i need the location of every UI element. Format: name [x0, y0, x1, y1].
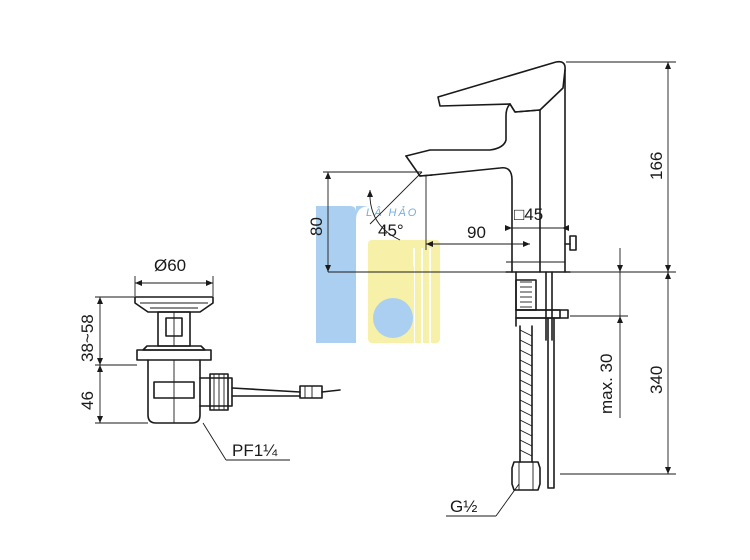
- overall-height-label: 166: [647, 152, 666, 180]
- faucet-assembly: G½ 45° 80 90 □45 166 340: [307, 60, 676, 517]
- spout-reach-label: 90: [467, 223, 486, 242]
- max-deck-thickness-label: max. 30: [597, 354, 616, 414]
- drain-assembly: Ø60 38~58 46: [78, 256, 341, 461]
- supply-thread-label: G½: [450, 497, 477, 516]
- below-deck-length-label: 340: [647, 366, 666, 394]
- drain-diameter-label: Ø60: [154, 256, 186, 275]
- drain-height-label: 46: [78, 391, 97, 410]
- drain-thread-label: PF1¼: [232, 441, 278, 460]
- base-size-label: □45: [514, 205, 543, 224]
- watermark-blue-dot: [373, 298, 413, 338]
- spout-angle-height-label: 80: [307, 217, 326, 236]
- watermark-text: LÂ HẢO: [366, 206, 418, 219]
- watermark-blue-bar: [316, 206, 356, 343]
- drain-range-label: 38~58: [78, 314, 97, 362]
- lever-angle-label: 45°: [378, 221, 404, 240]
